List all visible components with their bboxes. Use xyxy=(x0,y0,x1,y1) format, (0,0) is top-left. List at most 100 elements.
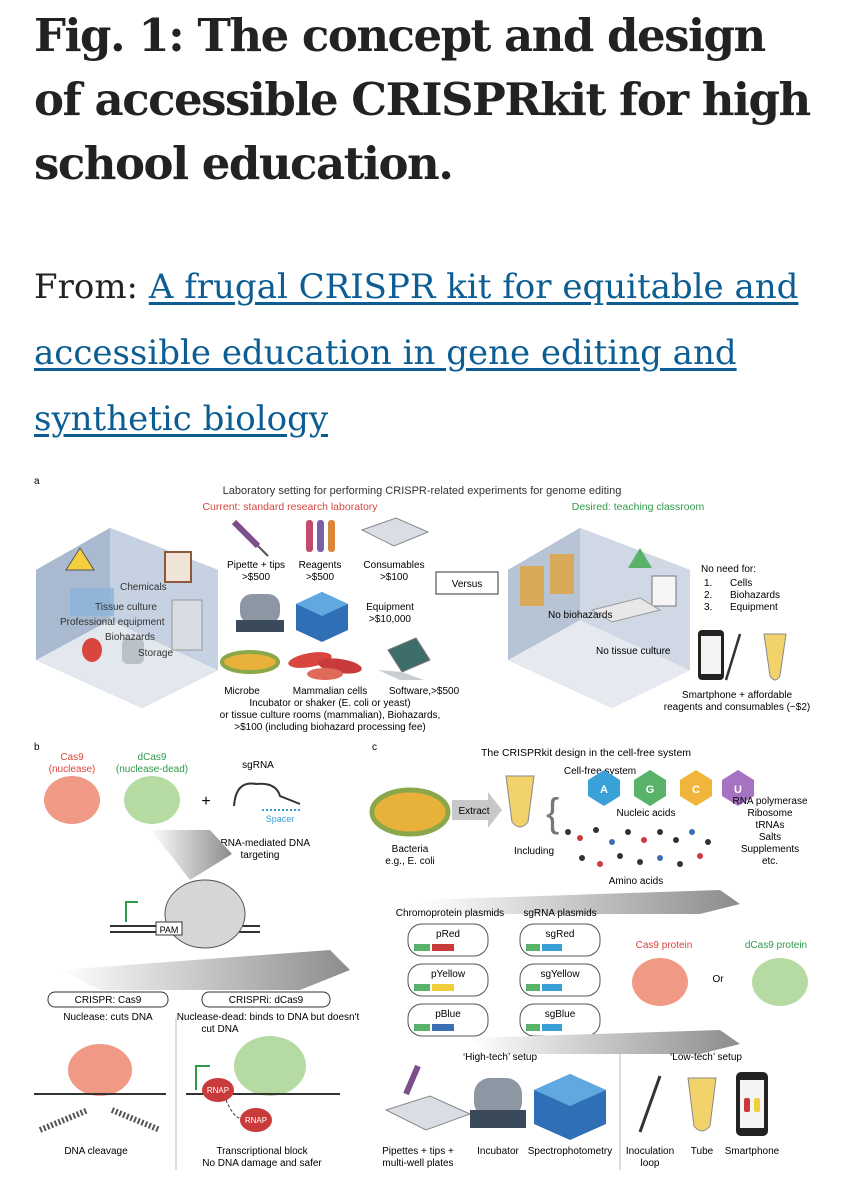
figure-header: Fig. 1: The concept and design of access… xyxy=(34,0,824,439)
plasmid-pred xyxy=(407,923,489,957)
brace: { xyxy=(546,791,559,835)
no-need-title: No need for: xyxy=(701,564,756,575)
no-need-num-3: 3. xyxy=(704,602,712,613)
dcas9-protein-label: dCas9 protein xyxy=(745,940,807,951)
panel-b-down-arrow-2 xyxy=(60,950,350,990)
incubator-note-1: Incubator or shaker (E. coli or yeast) xyxy=(249,698,410,709)
reagents-price: >$500 xyxy=(306,572,335,583)
sgrna-label: sgRNA xyxy=(242,760,274,771)
loop-sublabel: loop xyxy=(641,1158,660,1169)
classroom-illustration xyxy=(508,528,690,708)
cas9-cleavage-illustration xyxy=(34,1044,166,1133)
no-need-num-1: 1. xyxy=(704,578,712,589)
spectrophotometer-icon xyxy=(534,1074,606,1140)
plasmid-pblue xyxy=(407,1003,489,1037)
versus-box xyxy=(435,571,499,595)
nucleotide-g: G xyxy=(646,784,655,796)
inoculation-loop-icon-c xyxy=(638,1075,662,1133)
lab-label-chemicals: Chemicals xyxy=(120,582,167,593)
incubator-note-2: or tissue culture rooms (mammalian), Bio… xyxy=(220,710,441,721)
tube-icon xyxy=(763,633,787,681)
equipment-box-icon xyxy=(296,592,348,642)
lab-label-storage: Storage xyxy=(138,648,173,659)
panel-a-heading: Laboratory setting for performing CRISPR… xyxy=(223,485,622,497)
pipette-icon xyxy=(231,519,269,557)
targeting-2: targeting xyxy=(241,850,280,861)
pipette-price: >$500 xyxy=(242,572,271,583)
block-text-2: No DNA damage and safer xyxy=(202,1158,322,1169)
panel-c-heading: The CRISPRkit design in the cell-free sy… xyxy=(481,747,691,759)
reagents-label: Reagents xyxy=(299,560,342,571)
bacteria-sublabel: e.g., E. coli xyxy=(385,856,434,867)
no-need-num-2: 2. xyxy=(704,590,712,601)
plasmid-sgblue-label: sgBlue xyxy=(545,1009,576,1020)
pipettes-label: Pipettes + tips + xyxy=(382,1146,454,1157)
pam-label: PAM xyxy=(160,925,179,935)
tube-icon-c xyxy=(687,1077,717,1132)
lab-label-professional-equipment: Professional equipment xyxy=(60,617,165,628)
extract-label: Extract xyxy=(458,806,489,817)
nucleotide-a: A xyxy=(600,784,608,796)
versus-label: Versus xyxy=(452,579,483,590)
dcas9-protein-blob xyxy=(752,958,808,1006)
component-ribosome: Ribosome xyxy=(747,808,792,819)
rnap-label-2: RNAP xyxy=(245,1116,267,1125)
plasmid-sgyellow xyxy=(519,963,601,997)
incubator-note-3: >$100 (including biohazard processing fe… xyxy=(234,722,426,733)
research-lab-illustration xyxy=(36,528,218,708)
amino-acid-molecules xyxy=(565,827,711,867)
figure-svg: a Laboratory setting for performing CRIS… xyxy=(34,476,810,1170)
lab-label-tissue-culture: Tissue culture xyxy=(95,602,157,613)
current-lab-label: Current: standard research laboratory xyxy=(202,501,378,513)
source-article-link[interactable]: A frugal CRISPR kit for equitable and ac… xyxy=(34,267,799,439)
no-need-equipment: Equipment xyxy=(730,602,778,613)
smartphone-note-1: Smartphone + affordable xyxy=(682,690,793,701)
panel-b-label: b xyxy=(34,742,40,753)
plasmid-pyellow xyxy=(407,963,489,997)
nucleotide-c: C xyxy=(692,784,700,796)
crispri-dcas9-label: CRISPRi: dCas9 xyxy=(229,995,304,1006)
amino-acids-label: Amino acids xyxy=(609,876,663,887)
smartphone-label: Smartphone xyxy=(725,1146,780,1157)
nucleic-acids-label: Nucleic acids xyxy=(617,808,676,819)
cas9-label: Cas9 xyxy=(60,752,84,763)
laptop-icon xyxy=(378,637,431,680)
block-text-1: Transcriptional block xyxy=(216,1146,308,1157)
software-label: Software,>$500 xyxy=(389,686,460,697)
panel-b-down-arrow-1 xyxy=(150,830,232,880)
classroom-no-biohazards: No biohazards xyxy=(548,610,612,621)
panel-c-label: c xyxy=(372,742,377,753)
cas9-protein-shape xyxy=(44,776,100,824)
component-supplements: Supplements xyxy=(741,844,799,855)
smartphone-note-2: reagents and consumables (~$2) xyxy=(664,702,810,713)
component-trnas: tRNAs xyxy=(756,820,785,831)
cell-free-label: Cell-free system xyxy=(564,766,636,777)
cas9-dna-complex xyxy=(110,879,260,949)
plasmid-pred-label: pRed xyxy=(436,929,460,940)
loop-label: Inoculation xyxy=(626,1146,674,1157)
lab-label-biohazards: Biohazards xyxy=(105,632,155,643)
figure-title: Fig. 1: The concept and design of access… xyxy=(34,9,811,190)
smartphone-icon xyxy=(698,630,724,680)
pipette-plate-icon xyxy=(384,1064,472,1131)
low-tech-label: ‘Low-tech’ setup xyxy=(670,1052,742,1063)
consumables-label: Consumables xyxy=(363,560,424,571)
incubator-icon xyxy=(470,1078,526,1128)
spacer-label: Spacer xyxy=(266,814,295,824)
nuclease-text: Nuclease: cuts DNA xyxy=(63,1012,153,1023)
component-etc: etc. xyxy=(762,856,778,867)
dcas9-protein-shape xyxy=(124,776,180,824)
extract-arrow xyxy=(452,792,502,828)
sgrna-plasmids-title: sgRNA plasmids xyxy=(523,908,596,919)
mammalian-label: Mammalian cells xyxy=(293,686,367,697)
extract-tube-icon xyxy=(505,775,535,828)
plasmid-pyellow-label: pYellow xyxy=(431,969,466,980)
dcas9-block-illustration xyxy=(186,1036,340,1132)
rnap-label-1: RNAP xyxy=(207,1086,229,1095)
smartphone-icon-c xyxy=(736,1072,768,1136)
equipment-label: Equipment xyxy=(366,602,414,613)
nuclease-dead-text-1: Nuclease-dead: binds to DNA but doesn't xyxy=(177,1012,360,1023)
plus-sign: + xyxy=(201,793,210,810)
no-need-biohazards: Biohazards xyxy=(730,590,780,601)
inoculation-loop-icon xyxy=(724,633,742,681)
